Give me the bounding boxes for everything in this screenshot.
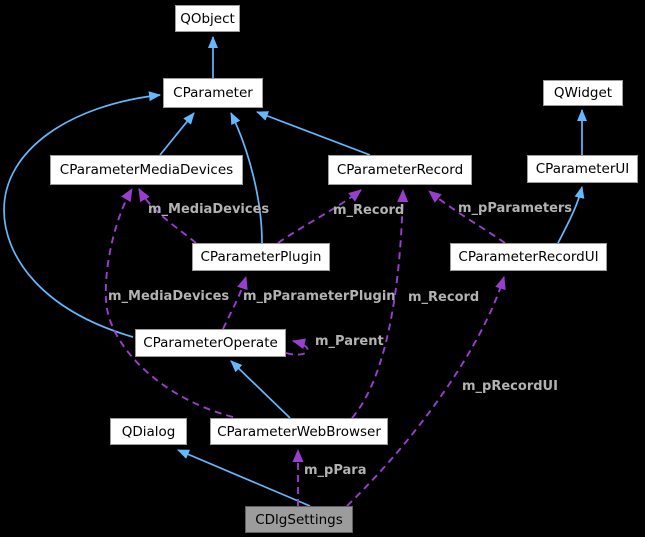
edge-usage-plugin-mediadevices bbox=[138, 188, 197, 244]
edge-label-m-mediadevices-2: m_MediaDevices bbox=[108, 289, 230, 304]
node-cparameterrecord[interactable]: CParameterRecord bbox=[328, 155, 472, 185]
node-qwidget[interactable]: QWidget bbox=[543, 80, 623, 106]
edge-usage-operate-self-parent bbox=[285, 338, 309, 356]
edge-label-m-precordui: m_pRecordUI bbox=[462, 379, 558, 394]
edge-inherit-operate-cparameter bbox=[3, 91, 161, 338]
edge-label-m-pparameterplugin: m_pParameterPlugin bbox=[243, 289, 396, 304]
edge-label-m-ppara: m_pPara bbox=[304, 463, 367, 478]
node-cparameterwebbrowser[interactable]: CParameterWebBrowser bbox=[210, 418, 388, 445]
edge-inherit-recordui-cparameterui bbox=[557, 186, 585, 244]
edge-inherit-mediadevices-cparameter bbox=[159, 112, 195, 156]
edge-label-m-record-2: m_Record bbox=[408, 290, 480, 305]
edge-inherit-cdlgsettings-qdialog bbox=[177, 449, 311, 507]
edge-label-m-record-1: m_Record bbox=[333, 203, 405, 218]
node-qobject[interactable]: QObject bbox=[175, 5, 240, 32]
node-cparametermediadevices[interactable]: CParameterMediaDevices bbox=[50, 155, 243, 185]
edge-inherit-record-cparameter bbox=[256, 111, 371, 156]
node-cparameterui[interactable]: CParameterUI bbox=[527, 155, 638, 183]
edge-usage-operate-plugin bbox=[222, 276, 248, 330]
node-cparameterrecordui[interactable]: CParameterRecordUI bbox=[450, 243, 607, 271]
edge-inherit-webbrowser-operate bbox=[230, 360, 291, 419]
edge-label-m-mediadevices-1: m_MediaDevices bbox=[148, 202, 270, 217]
edge-usage-recordui-record bbox=[428, 190, 506, 244]
edge-label-m-parent: m_Parent bbox=[315, 334, 384, 349]
edge-usage-plugin-record bbox=[277, 189, 362, 244]
node-cparameter[interactable]: CParameter bbox=[163, 78, 263, 108]
edge-inherit-plugin-cparameter bbox=[230, 112, 263, 244]
node-cdlgsettings[interactable]: CDlgSettings bbox=[245, 506, 353, 533]
node-cparameterplugin[interactable]: CParameterPlugin bbox=[192, 243, 330, 271]
edge-usage-webbrowser-record bbox=[351, 189, 409, 419]
node-cparameteroperate[interactable]: CParameterOperate bbox=[135, 329, 286, 357]
node-qdialog[interactable]: QDialog bbox=[110, 418, 187, 445]
edge-usage-cdlgsettings-recordui bbox=[346, 276, 506, 507]
edge-label-m-pparameters: m_pParameters bbox=[458, 201, 573, 216]
